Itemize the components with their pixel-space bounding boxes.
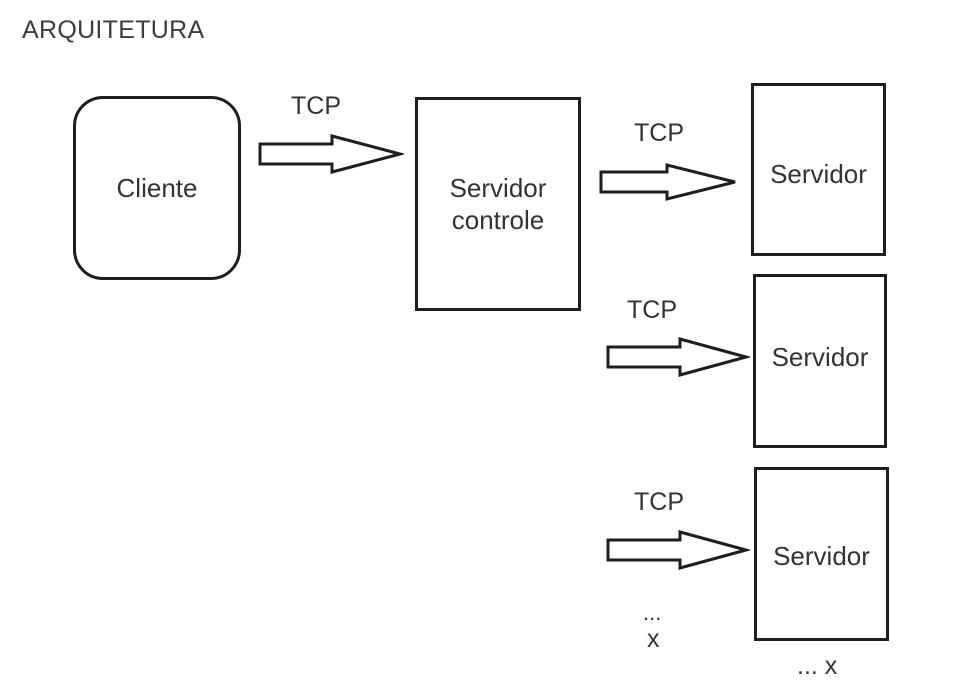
arrow-control-to-server-1 — [599, 163, 736, 201]
server-node-3: Servidor — [754, 467, 889, 641]
tcp-label-server-1: TCP — [634, 119, 684, 147]
arrow-control-to-server-2 — [606, 337, 750, 377]
server-3-label: Servidor — [773, 541, 870, 571]
control-server-label-line1: Servidor — [449, 172, 547, 203]
arrow-control-to-server-3 — [606, 530, 750, 570]
server-2-label: Servidor — [771, 342, 869, 372]
client-label: Cliente — [116, 172, 198, 203]
tcp-label-server-3: TCP — [634, 488, 684, 516]
ellipsis-bottom: ... x — [797, 652, 838, 680]
server-1-label: Servidor — [770, 159, 867, 189]
control-server-node: Servidor controle — [415, 97, 581, 311]
control-server-label-line2: controle — [451, 205, 545, 235]
diagram-title: ARQUITETURA — [22, 16, 205, 44]
ellipsis-dots-left: ... — [643, 600, 662, 625]
client-node: Cliente — [73, 96, 241, 280]
tcp-label-server-2: TCP — [627, 296, 677, 324]
tcp-label-client-control: TCP — [291, 92, 341, 120]
arrow-client-to-control — [258, 134, 404, 174]
server-node-2: Servidor — [753, 274, 887, 448]
server-node-1: Servidor — [751, 83, 886, 256]
ellipsis-count-left: x — [647, 625, 660, 653]
